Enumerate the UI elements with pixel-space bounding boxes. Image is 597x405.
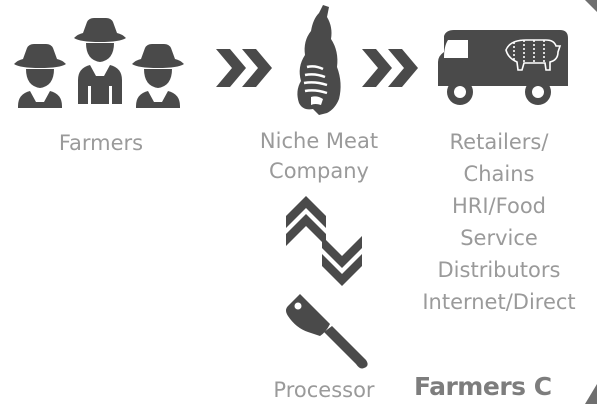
farmer-icon	[14, 44, 66, 108]
farmers-label: Farmers	[58, 131, 144, 155]
label-line: Niche Meat	[259, 129, 379, 153]
label-line: Chains	[463, 162, 535, 186]
label-line: HRI/Food	[451, 194, 546, 218]
up-chevron-icon	[286, 196, 326, 228]
corner-decoration	[585, 0, 597, 12]
exchange-chevrons	[286, 196, 362, 286]
meat-carcass-icon	[297, 5, 341, 115]
farmers-icon-group	[14, 18, 184, 108]
label-line: Distributors	[437, 258, 561, 282]
processor-label: Processor	[273, 378, 375, 402]
delivery-truck-icon	[438, 30, 568, 105]
cleaver-icon	[286, 294, 368, 369]
brand-text: Farmers C	[414, 372, 552, 401]
label-line: Retailers/	[449, 130, 549, 154]
corner-decoration-bottom	[585, 384, 597, 404]
down-chevron-icon	[322, 236, 362, 268]
down-chevron-icon	[322, 254, 362, 286]
farmer-icon	[132, 44, 184, 108]
label-line: Company	[269, 159, 369, 183]
pig-outline-icon	[505, 39, 562, 71]
niche-meat-company-label: Niche Meat Company	[237, 126, 401, 186]
forward-chevron-icon	[362, 49, 418, 87]
label-line: Service	[460, 226, 538, 250]
up-chevron-icon	[286, 214, 326, 246]
label-line: Internet/Direct	[422, 290, 576, 314]
retailers-channels-label: Retailers/ Chains HRI/Food Service Distr…	[408, 126, 590, 318]
farmer-icon	[74, 18, 126, 104]
forward-chevron-icon	[216, 49, 272, 87]
